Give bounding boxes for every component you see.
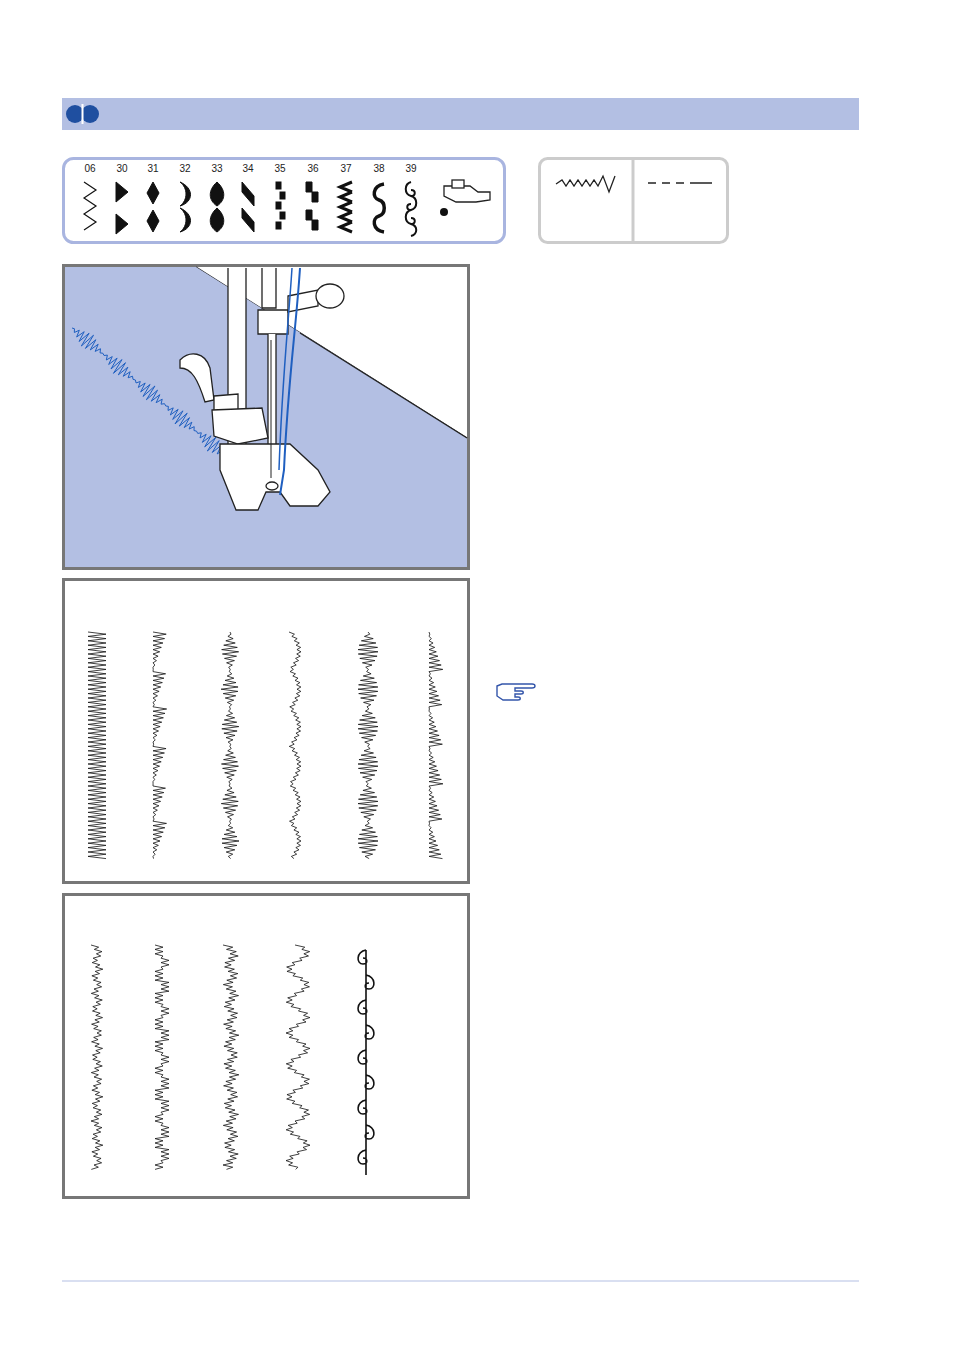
- pattern-number: 36: [307, 163, 318, 175]
- header-band: [62, 98, 859, 130]
- setting-box: [540, 159, 728, 243]
- width-symbol: [556, 176, 615, 192]
- pattern-number: 38: [373, 163, 384, 175]
- footer-rule: [62, 1280, 859, 1281]
- pattern-number: 37: [340, 163, 351, 175]
- stitch-panel-frame: [64, 159, 505, 243]
- stitch-symbols: [84, 182, 416, 236]
- setting-divider: [632, 158, 635, 243]
- pattern-number: 06: [84, 163, 95, 175]
- sewing-illustration: [64, 266, 469, 569]
- pattern-number: 30: [116, 163, 127, 175]
- pattern-number: 31: [147, 163, 158, 175]
- stitch-selector-panel: 06 30 31 32 33 34 35 36 37 38 39: [64, 159, 504, 242]
- pattern-number: 39: [405, 163, 416, 175]
- section-icon: [66, 104, 99, 124]
- length-symbol: [648, 182, 712, 184]
- sample-panel-1: [64, 580, 469, 883]
- pattern-number: 32: [179, 163, 190, 175]
- pattern-number: 34: [242, 163, 253, 175]
- pattern-number: 35: [274, 163, 285, 175]
- pattern-number: 33: [211, 163, 222, 175]
- sample-panel-2: [64, 895, 469, 1198]
- presser-foot-icon: [440, 180, 490, 216]
- stitch-samples: [88, 632, 443, 1175]
- pointer-hand-icon: [497, 684, 535, 700]
